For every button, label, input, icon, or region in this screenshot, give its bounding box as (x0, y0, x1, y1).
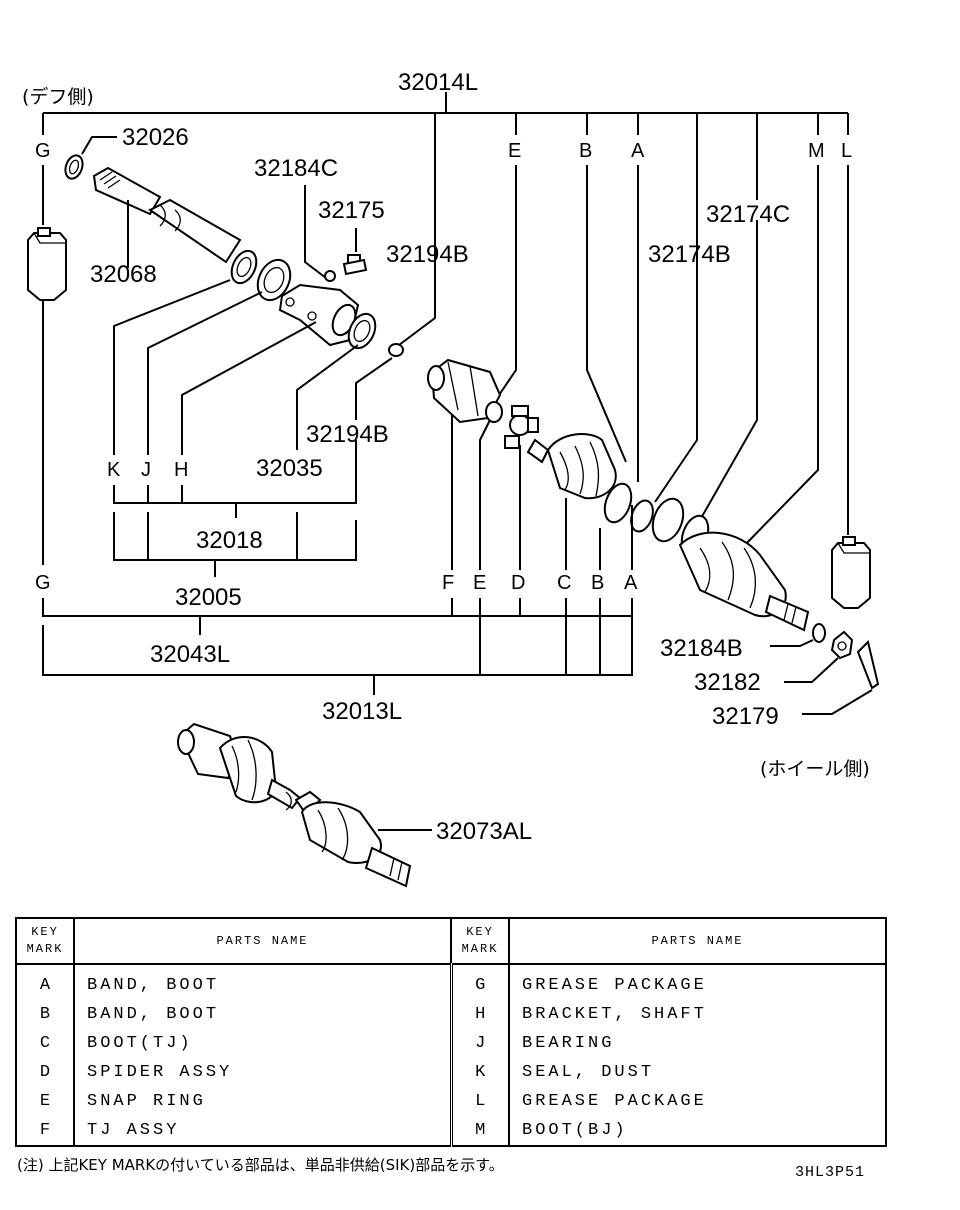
part-number-32043L: 32043L (150, 641, 230, 668)
table-row: C BOOT(TJ) J BEARING (15, 1029, 887, 1058)
bearing-J (256, 258, 292, 302)
part-number-32184B: 32184B (660, 635, 743, 662)
part-number-32005: 32005 (175, 584, 242, 611)
key-letter-E-top: E (508, 140, 521, 162)
key-letter-L-top: L (841, 140, 852, 162)
key-cell: B (15, 1000, 75, 1029)
boot-bj-M (678, 531, 810, 632)
part-number-32035: 32035 (256, 455, 323, 482)
part-number-32026: 32026 (122, 124, 189, 151)
part-number-32174C: 32174C (706, 201, 790, 228)
cotter-pin-32179 (856, 640, 880, 690)
exploded-parts-diagram: (デフ側) (ホイール側) 32014L G E B A M L (22, 69, 880, 888)
table-row: B BAND, BOOT H BRACKET, SHAFT (15, 1000, 887, 1029)
part-number-32068: 32068 (90, 261, 157, 288)
name-cell: BOOT(TJ) (73, 1029, 453, 1058)
part-number-32179: 32179 (712, 703, 779, 730)
key-letter-C-bottom: C (557, 572, 571, 594)
table-row: F TJ ASSY M BOOT(BJ) (15, 1116, 887, 1146)
table-row: D SPIDER ASSY K SEAL, DUST (15, 1058, 887, 1087)
snap-ring-E (485, 401, 503, 423)
name-cell: SNAP RING (73, 1087, 453, 1116)
part-number-32194B-mid: 32194B (306, 421, 389, 448)
grease-package-left (27, 227, 67, 301)
name-cell: SEAL, DUST (508, 1058, 887, 1087)
part-number-32175: 32175 (318, 197, 385, 224)
footnote: (注) 上記KEY MARKの付いている部品は、単品非供給(SIK)部品を示す。 (17, 1156, 504, 1174)
key-letter-B-top: B (579, 140, 592, 162)
washer-32184B (812, 623, 826, 643)
inner-shaft-32068 (92, 166, 242, 264)
boot-tj-C (526, 433, 617, 500)
bracket-32014L (42, 92, 849, 349)
key-cell: D (15, 1058, 75, 1087)
band-boot-B (603, 482, 633, 524)
seal-32026 (64, 136, 117, 180)
snap-ring-32035 (347, 312, 377, 350)
table-row: A BAND, BOOT G GREASE PACKAGE (15, 964, 887, 1000)
name-cell: GREASE PACKAGE (508, 1087, 887, 1116)
spider-assy-D (504, 405, 539, 449)
part-number-32018: 32018 (196, 527, 263, 554)
key-cell: E (15, 1087, 75, 1116)
key-letter-E-bottom: E (473, 572, 486, 594)
key-letter-J: J (141, 459, 151, 481)
nut-32182 (830, 630, 854, 660)
key-cell: J (450, 1029, 510, 1058)
part-number-32182: 32182 (694, 669, 761, 696)
key-letter-A-top: A (631, 140, 645, 162)
part-number-32013L: 32013L (322, 698, 402, 725)
part-number-32174B: 32174B (648, 241, 731, 268)
grease-package-right (831, 536, 871, 609)
key-cell: A (15, 964, 75, 1000)
name-cell: SPIDER ASSY (73, 1058, 453, 1087)
key-cell: M (450, 1116, 510, 1146)
key-letter-G-bottom: G (35, 572, 51, 594)
table-row: E SNAP RING L GREASE PACKAGE (15, 1087, 887, 1116)
parts-name-header-left: PARTS NAME (73, 918, 452, 965)
key-letter-H: H (174, 459, 188, 481)
key-cell: K (450, 1058, 510, 1087)
name-cell: BRACKET, SHAFT (508, 1000, 887, 1029)
part-number-32014L: 32014L (398, 69, 478, 96)
name-cell: TJ ASSY (73, 1116, 453, 1146)
key-letter-G-top: G (35, 140, 51, 162)
dust-seal-K (230, 249, 258, 285)
name-cell: BAND, BOOT (73, 964, 453, 1000)
name-cell: BOOT(BJ) (508, 1116, 887, 1146)
part-number-32194B-top: 32194B (386, 241, 469, 268)
washer-32184C (324, 270, 336, 282)
diff-side-label: (デフ側) (22, 86, 94, 108)
name-cell: GREASE PACKAGE (508, 964, 887, 1000)
driveshaft-assembly-32073AL (177, 722, 412, 888)
key-letter-F-bottom: F (442, 572, 454, 594)
name-cell: BAND, BOOT (73, 1000, 453, 1029)
parts-name-header-right: PARTS NAME (508, 918, 887, 965)
drawing-code: 3HL3P51 (795, 1164, 866, 1181)
key-letter-B-bottom: B (591, 572, 604, 594)
part-number-32073AL: 32073AL (436, 818, 532, 845)
key-cell: C (15, 1029, 75, 1058)
key-letter-A-bottom: A (624, 572, 638, 594)
key-letter-K: K (107, 459, 121, 481)
ring-32194B (388, 343, 404, 357)
key-cell: L (450, 1087, 510, 1116)
key-cell: F (15, 1116, 75, 1146)
name-cell: BEARING (508, 1029, 887, 1058)
part-number-32184C: 32184C (254, 155, 338, 182)
band-32174B (651, 497, 685, 543)
bolt-32175 (342, 254, 368, 276)
key-letter-M-top: M (808, 140, 825, 162)
key-cell: H (450, 1000, 510, 1029)
key-letter-D-bottom: D (511, 572, 525, 594)
key-cell: G (450, 964, 510, 1000)
wheel-side-label: (ホイール側) (760, 758, 870, 780)
